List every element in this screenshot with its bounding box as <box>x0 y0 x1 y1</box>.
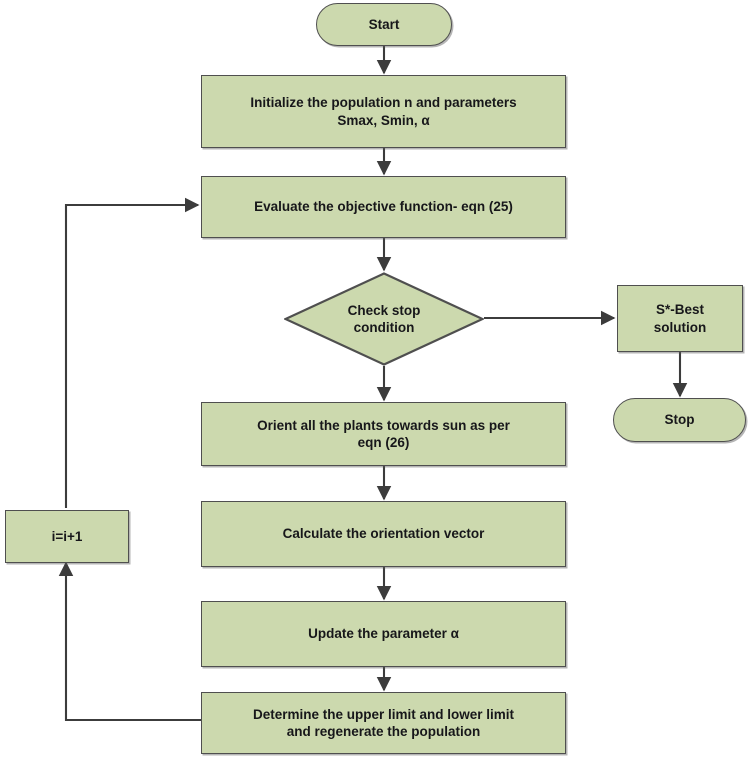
node-stop[interactable]: Stop <box>613 398 746 442</box>
node-calculate-orientation-vector[interactable]: Calculate the orientation vector <box>201 501 566 567</box>
edge-determine-to-increment <box>58 561 201 722</box>
diamond-shape <box>284 272 484 366</box>
node-best-solution-label: S*-Best solution <box>653 302 707 335</box>
node-orient-plants[interactable]: Orient all the plants towards sun as per… <box>201 402 566 466</box>
node-increment-counter-label: i=i+1 <box>51 528 83 544</box>
node-determine-limits-label: Determine the upper limit and lower limi… <box>252 706 515 739</box>
node-check-stop-condition-label: Check stop condition <box>347 302 421 335</box>
node-orient-plants-label: Orient all the plants towards sun as per… <box>257 417 510 450</box>
node-update-parameter[interactable]: Update the parameter α <box>201 601 566 667</box>
node-increment-counter[interactable]: i=i+1 <box>5 510 129 563</box>
node-start[interactable]: Start <box>316 3 452 46</box>
node-update-parameter-label: Update the parameter α <box>308 626 459 642</box>
node-determine-limits[interactable]: Determine the upper limit and lower limi… <box>201 692 566 754</box>
node-start-label: Start <box>368 16 400 32</box>
node-stop-label: Stop <box>664 412 695 428</box>
node-initialize-label: Initialize the population n and paramete… <box>250 95 517 128</box>
node-calculate-orientation-vector-label: Calculate the orientation vector <box>282 526 485 542</box>
node-check-stop-condition[interactable]: Check stop condition <box>284 272 484 366</box>
node-evaluate[interactable]: Evaluate the objective function- eqn (25… <box>201 176 566 238</box>
node-initialize[interactable]: Initialize the population n and paramete… <box>201 75 566 148</box>
node-best-solution[interactable]: S*-Best solution <box>617 285 743 352</box>
node-evaluate-label: Evaluate the objective function- eqn (25… <box>254 199 513 215</box>
edge-increment-to-evaluate <box>64 197 200 508</box>
